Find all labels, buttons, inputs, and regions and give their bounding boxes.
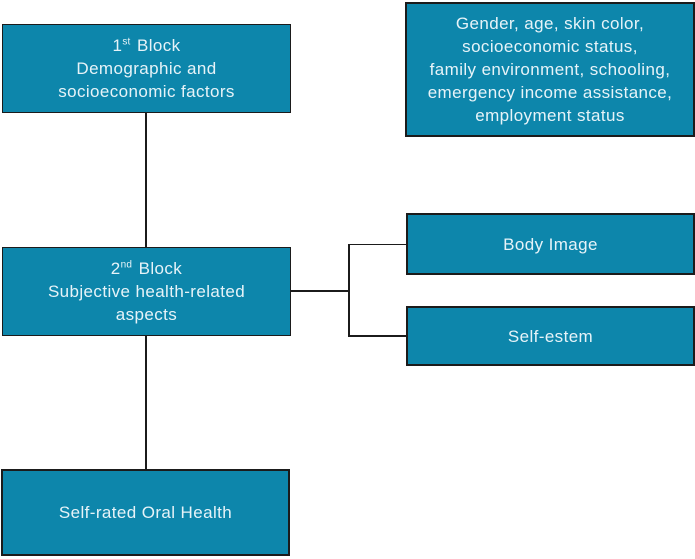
body-image-label: Body Image	[503, 234, 598, 254]
block2-line-2: aspects	[115, 305, 178, 324]
connector-block2-to-oral-health	[145, 336, 147, 469]
factors-line-3: family environment, schooling,	[429, 60, 671, 79]
block1-number: 1	[112, 36, 123, 55]
factors-line-1: Gender, age, skin color,	[455, 14, 645, 33]
block2-ordinal-superscript: nd	[120, 259, 133, 271]
bracket-to-self-esteem-line	[348, 335, 406, 337]
factors-line-2: socioeconomic status,	[462, 37, 638, 56]
body-image-box: Body Image	[406, 213, 695, 275]
block1-line-1: Demographic and	[76, 59, 217, 78]
block2-line-1: Subjective health-related	[47, 282, 246, 301]
factors-line-4: emergency income assistance,	[427, 83, 673, 102]
block2-number: 2	[110, 259, 121, 278]
self-esteem-box: Self-estem	[406, 306, 695, 366]
bracket-to-body-image-line	[348, 243, 406, 245]
block1-ordinal-superscript: st	[122, 36, 131, 48]
block1-box: 1st Block Demographic and socioeconomic f…	[2, 24, 291, 113]
oral-health-box: Self-rated Oral Health	[1, 469, 290, 556]
factors-line-5: employment status	[475, 106, 625, 125]
block1-title: 1st Block	[112, 34, 180, 57]
block2-title: 2nd Block	[111, 257, 182, 280]
connector-block1-to-block2	[145, 113, 147, 247]
connector-block2-to-bracket	[291, 290, 348, 292]
block2-title-word: Block	[138, 259, 183, 278]
bracket-vertical-line	[348, 243, 350, 337]
oral-health-label: Self-rated Oral Health	[58, 503, 233, 522]
block1-title-word: Block	[136, 36, 181, 55]
factors-box: Gender, age, skin color, socioeconomic s…	[405, 2, 695, 137]
self-esteem-label: Self-estem	[507, 326, 594, 346]
block1-line-2: socioeconomic factors	[58, 82, 235, 101]
block2-box: 2nd Block Subjective health-related aspec…	[2, 247, 291, 336]
